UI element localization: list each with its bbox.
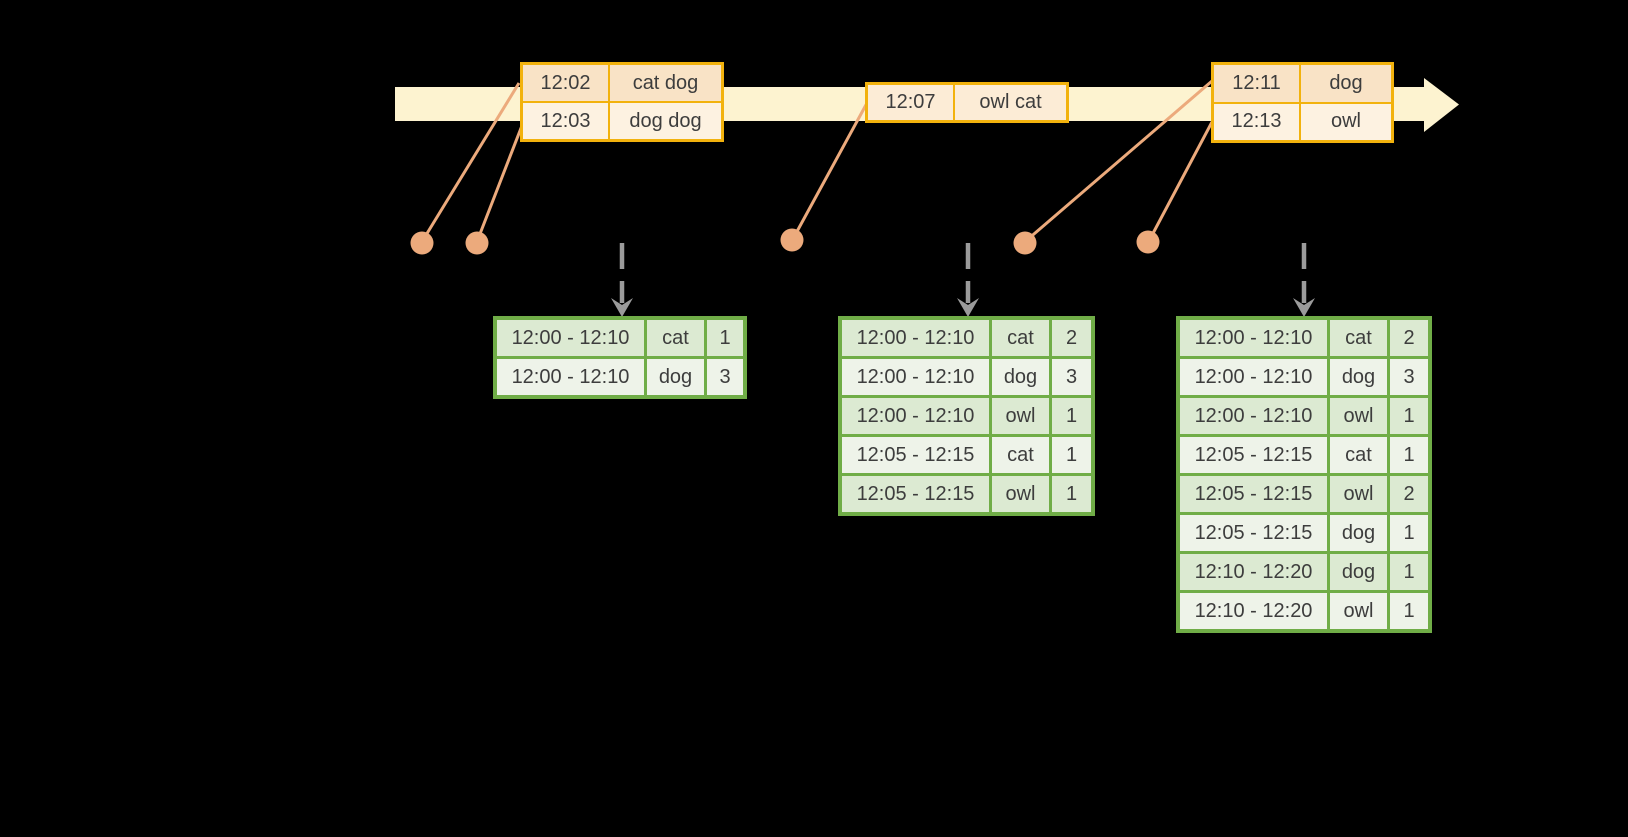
window-cell: 12:00 - 12:10 — [497, 320, 644, 356]
event-dot-icon — [465, 231, 489, 255]
result-table-3: 12:00 - 12:10 cat 2 12:00 - 12:10 dog 3 … — [1176, 316, 1432, 633]
event-dot-icon — [780, 228, 804, 252]
window-cell: 12:00 - 12:10 — [842, 320, 989, 356]
window-cell: 12:10 - 12:20 — [1180, 554, 1327, 590]
word-cell: owl — [992, 476, 1049, 512]
window-cell: 12:05 - 12:15 — [842, 476, 989, 512]
table-row: 12:00 - 12:10 cat 2 — [1180, 320, 1428, 356]
count-cell: 1 — [1390, 593, 1428, 629]
window-cell: 12:00 - 12:10 — [842, 359, 989, 395]
word-cell: dog — [1330, 515, 1387, 551]
event-dot-icon — [1013, 231, 1037, 255]
event-dot-icon — [410, 231, 434, 255]
table-row: 12:00 - 12:10 dog 3 — [1180, 359, 1428, 395]
table-row: 12:10 - 12:20 owl 1 — [1180, 593, 1428, 629]
word-cell: dog — [992, 359, 1049, 395]
event-words: dog — [1329, 71, 1363, 94]
word-cell: dog — [1330, 359, 1387, 395]
result-table-2: 12:00 - 12:10 cat 2 12:00 - 12:10 dog 3 … — [838, 316, 1095, 516]
window-cell: 12:05 - 12:15 — [1180, 515, 1327, 551]
word-cell: owl — [1330, 593, 1387, 629]
window-cell: 12:05 - 12:15 — [1180, 476, 1327, 512]
event-words: cat dog — [632, 71, 699, 94]
word-cell: cat — [1330, 320, 1387, 356]
word-cell: dog — [1330, 554, 1387, 590]
count-cell: 2 — [1390, 476, 1428, 512]
count-cell: 3 — [1052, 359, 1091, 395]
event-row: 12:03 dog dog — [523, 101, 721, 139]
event-time: 12:03 — [523, 103, 610, 139]
table-row: 12:05 - 12:15 cat 1 — [1180, 437, 1428, 473]
word-cell: cat — [647, 320, 704, 356]
connector-line — [1148, 121, 1214, 240]
connector-line — [1026, 79, 1213, 242]
event-row: 12:02 cat dog — [523, 65, 721, 101]
event-dot-icon — [1136, 230, 1160, 254]
event-time: 12:02 — [523, 65, 610, 101]
event-words: dog dog — [629, 109, 702, 132]
table-row: 12:05 - 12:15 owl 1 — [842, 476, 1091, 512]
window-cell: 12:00 - 12:10 — [497, 359, 644, 395]
word-cell: cat — [1330, 437, 1387, 473]
count-cell: 2 — [1052, 320, 1091, 356]
word-cell: owl — [992, 398, 1049, 434]
event-time: 12:11 — [1214, 65, 1301, 102]
count-cell: 1 — [1052, 398, 1091, 434]
table-row: 12:00 - 12:10 cat 2 — [842, 320, 1091, 356]
event-time: 12:07 — [868, 85, 955, 120]
table-row: 12:05 - 12:15 owl 2 — [1180, 476, 1428, 512]
table-row: 12:00 - 12:10 cat 1 — [497, 320, 743, 356]
window-cell: 12:05 - 12:15 — [842, 437, 989, 473]
count-cell: 1 — [1390, 554, 1428, 590]
table-row: 12:05 - 12:15 cat 1 — [842, 437, 1091, 473]
window-cell: 12:05 - 12:15 — [1180, 437, 1327, 473]
count-cell: 1 — [1390, 398, 1428, 434]
word-cell: cat — [992, 320, 1049, 356]
timeline-arrowhead-icon — [1424, 78, 1459, 132]
count-cell: 1 — [707, 320, 743, 356]
event-time: 12:13 — [1214, 103, 1301, 140]
word-cell: dog — [647, 359, 704, 395]
event-row: 12:07 owl cat — [868, 85, 1066, 120]
table-row: 12:00 - 12:10 dog 3 — [842, 359, 1091, 395]
result-table-1: 12:00 - 12:10 cat 1 12:00 - 12:10 dog 3 — [493, 316, 747, 399]
event-box-3: 12:11 dog 12:13 owl — [1211, 62, 1394, 143]
connector-line — [421, 82, 521, 241]
event-words: owl — [1330, 110, 1361, 133]
table-row: 12:00 - 12:10 dog 3 — [497, 359, 743, 395]
event-box-2: 12:07 owl cat — [865, 82, 1069, 123]
count-cell: 1 — [1052, 476, 1091, 512]
event-row: 12:13 owl — [1214, 101, 1391, 140]
table-row: 12:00 - 12:10 owl 1 — [1180, 398, 1428, 434]
event-words: owl cat — [979, 91, 1042, 113]
arrow-down-icon — [611, 298, 633, 317]
event-row: 12:11 dog — [1214, 65, 1391, 102]
window-cell: 12:00 - 12:10 — [842, 398, 989, 434]
trigger-arrowheads — [611, 298, 1315, 317]
arrow-down-icon — [957, 298, 979, 317]
table-row: 12:10 - 12:20 dog 1 — [1180, 554, 1428, 590]
count-cell: 3 — [1390, 359, 1428, 395]
word-cell: owl — [1330, 398, 1387, 434]
window-cell: 12:00 - 12:10 — [1180, 398, 1327, 434]
window-cell: 12:10 - 12:20 — [1180, 593, 1327, 629]
count-cell: 3 — [707, 359, 743, 395]
trigger-arrows — [619, 243, 1307, 303]
connector-line — [476, 122, 525, 240]
window-cell: 12:00 - 12:10 — [1180, 320, 1327, 356]
count-cell: 1 — [1052, 437, 1091, 473]
table-row: 12:00 - 12:10 owl 1 — [842, 398, 1091, 434]
word-cell: owl — [1330, 476, 1387, 512]
count-cell: 1 — [1390, 515, 1428, 551]
connector-line — [792, 102, 869, 238]
count-cell: 2 — [1390, 320, 1428, 356]
event-box-1: 12:02 cat dog 12:03 dog dog — [520, 62, 724, 142]
table-row: 12:05 - 12:15 dog 1 — [1180, 515, 1428, 551]
arrow-down-icon — [1293, 298, 1315, 317]
window-cell: 12:00 - 12:10 — [1180, 359, 1327, 395]
count-cell: 1 — [1390, 437, 1428, 473]
event-markers — [410, 228, 1160, 255]
word-cell: cat — [992, 437, 1049, 473]
event-connectors — [421, 79, 1214, 242]
